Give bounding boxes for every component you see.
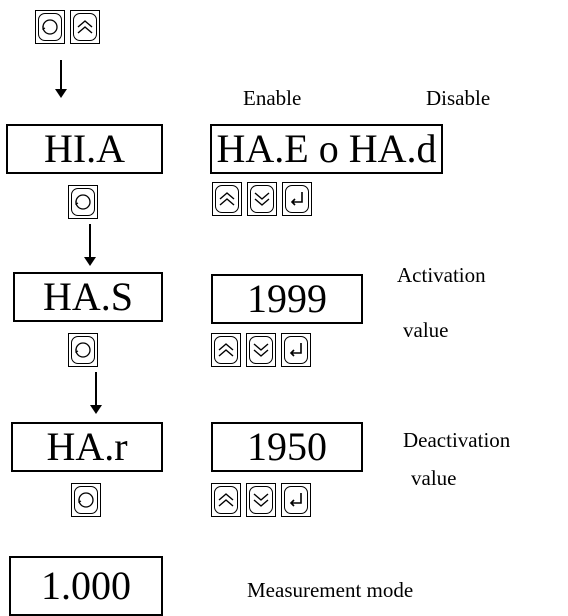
disable-label: Disable	[426, 86, 491, 110]
ha-r-display: HA.r	[11, 422, 163, 472]
enter-key-icon	[285, 185, 309, 213]
cycle-key-icon	[38, 13, 62, 41]
enter-key-icon	[284, 486, 308, 514]
flow-arrow-3	[90, 372, 102, 414]
down-key[interactable]	[247, 182, 277, 216]
down-key-icon	[249, 486, 273, 514]
enter-key[interactable]	[282, 182, 312, 216]
up-key[interactable]	[211, 483, 241, 517]
up-key[interactable]	[211, 333, 241, 367]
cycle-key-icon	[71, 188, 95, 216]
enter-key[interactable]	[281, 483, 311, 517]
flow-arrow-2	[84, 224, 96, 266]
cycle-key[interactable]	[68, 185, 98, 219]
activation-label-line1: Activation	[397, 263, 486, 287]
up-key[interactable]	[212, 182, 242, 216]
deactivation-label-line1: Deactivation	[403, 428, 511, 452]
measurement-display: 1.000	[9, 556, 163, 616]
measurement-mode-label: Measurement mode	[247, 578, 414, 602]
cycle-key[interactable]	[71, 483, 101, 517]
ha-s-display: HA.S	[13, 272, 163, 322]
down-key[interactable]	[246, 333, 276, 367]
up-key-icon	[215, 185, 239, 213]
cycle-key[interactable]	[68, 333, 98, 367]
activation-label-line2: value	[403, 318, 449, 342]
enable-label: Enable	[243, 86, 302, 110]
cycle-key[interactable]	[35, 10, 65, 44]
up-key-icon	[73, 13, 97, 41]
flow-arrow-1	[55, 60, 67, 98]
activation-value-display: 1999	[211, 274, 363, 324]
deactivation-label-line2: value	[411, 466, 457, 490]
enter-key[interactable]	[281, 333, 311, 367]
up-key[interactable]	[70, 10, 100, 44]
up-key-icon	[214, 486, 238, 514]
down-key[interactable]	[246, 483, 276, 517]
down-key-icon	[250, 185, 274, 213]
down-key-icon	[249, 336, 273, 364]
hi-a-display: HI.A	[6, 124, 163, 174]
enter-key-icon	[284, 336, 308, 364]
deactivation-value-display: 1950	[211, 422, 363, 472]
cycle-key-icon	[71, 336, 95, 364]
up-key-icon	[214, 336, 238, 364]
cycle-key-icon	[74, 486, 98, 514]
enable-disable-display: HA.E o HA.d	[210, 124, 443, 174]
